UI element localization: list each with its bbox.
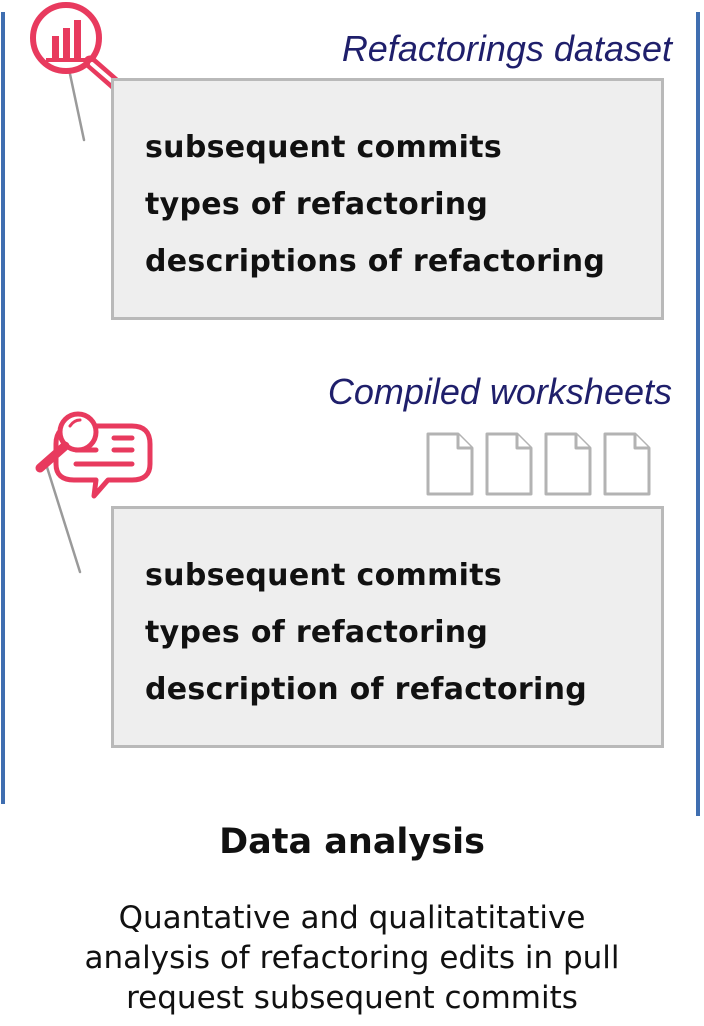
worksheets-box: subsequent commits types of refactoring … xyxy=(111,506,664,748)
documents-icon xyxy=(426,432,651,496)
analysis-description: Quantative and qualitatitative analysis … xyxy=(20,898,684,1018)
worksheets-item: subsequent commits xyxy=(145,558,503,593)
right-divider-line xyxy=(696,12,700,816)
search-chat-icon xyxy=(35,411,153,574)
worksheets-title: Compiled worksheets xyxy=(327,371,672,412)
analysis-heading: Data analysis xyxy=(219,822,485,862)
analysis-line: Quantative and qualitatitative xyxy=(118,900,586,936)
dataset-title: Refactorings dataset xyxy=(341,28,672,69)
dataset-item: subsequent commits xyxy=(145,130,503,165)
analysis-line: analysis of refactoring edits in pull xyxy=(84,940,620,976)
worksheets-item: types of refactoring xyxy=(145,615,489,650)
analysis-line: request subsequent commits xyxy=(126,980,578,1016)
dataset-box: subsequent commits types of refactoring … xyxy=(111,78,664,320)
dataset-item: types of refactoring xyxy=(145,187,489,222)
worksheets-item: description of refactoring xyxy=(145,672,588,707)
left-divider-line xyxy=(1,12,5,804)
dataset-item: descriptions of refactoring xyxy=(145,244,606,279)
